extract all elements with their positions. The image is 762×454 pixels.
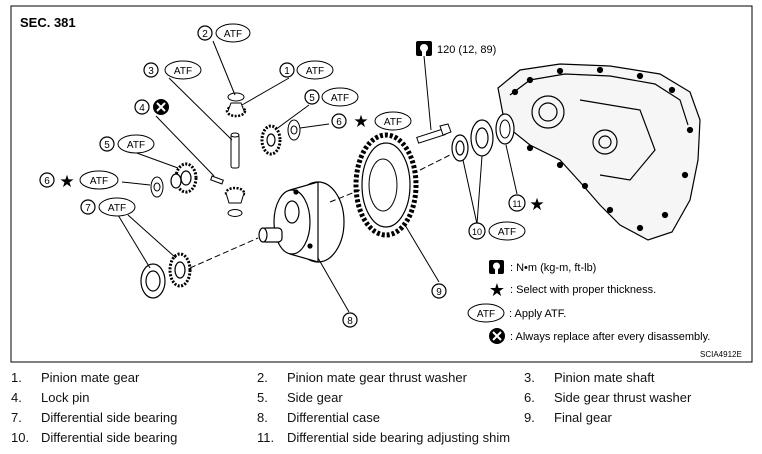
callout-7: 7 ATF (80, 197, 136, 217)
torque-value: 120 (12, 89) (437, 44, 496, 56)
svg-text:ATF: ATF (477, 309, 495, 320)
final-gear (353, 132, 419, 238)
figure-frame (10, 5, 753, 363)
star-icon: ★ (59, 172, 74, 191)
star-icon: ★ (529, 195, 544, 214)
parts-list: 1.Pinion mate gear 2.Pinion mate gear th… (0, 368, 762, 454)
callout-6-lower: 6 ★ ATF (39, 170, 119, 191)
transaxle-case (497, 63, 701, 241)
side-gear-washer-upper (287, 119, 301, 141)
side-bearing-left (140, 252, 192, 299)
figure-code: SCIA4912E (700, 350, 742, 359)
part-item: 11.Differential side bearing adjusting s… (257, 430, 511, 445)
svg-text:4: 4 (139, 103, 145, 114)
svg-text:ATF: ATF (498, 227, 516, 238)
svg-text:8: 8 (347, 316, 353, 327)
side-bearing-right (451, 119, 494, 162)
star-icon: ★ (353, 112, 368, 131)
svg-text:ATF: ATF (224, 29, 242, 40)
part-item: 8.Differential case (257, 410, 380, 425)
lock-pin (210, 175, 224, 185)
callout-6-upper: 6 ★ ATF (331, 111, 412, 131)
pinion-mate-gear-top (225, 92, 247, 118)
part-item: 9.Final gear (524, 410, 612, 425)
leader-lines (117, 40, 518, 313)
side-gear-left (170, 162, 198, 194)
svg-text:3: 3 (148, 66, 154, 77)
callout-5-lower: 5 ATF (99, 134, 155, 154)
svg-text:5: 5 (309, 93, 315, 104)
svg-text:ATF: ATF (384, 117, 402, 128)
svg-text:10: 10 (472, 227, 482, 237)
callout-1: 1 ATF (279, 60, 334, 80)
legend-replace: : Always replace after every disassembly… (510, 331, 710, 343)
callout-10: 10 ATF (468, 221, 526, 241)
svg-text:ATF: ATF (108, 203, 126, 214)
star-icon: ★ (489, 280, 505, 300)
callout-2: 2 ATF (197, 23, 251, 43)
legend-select: : Select with proper thickness. (510, 284, 656, 296)
pinion-mate-gear-bottom (224, 186, 246, 217)
svg-text:ATF: ATF (306, 66, 324, 77)
part-item: 1.Pinion mate gear (11, 370, 140, 385)
svg-text:ATF: ATF (331, 93, 349, 104)
callout-9: 9 (431, 283, 447, 299)
part-item: 10.Differential side bearing (11, 430, 178, 445)
legend: : N•m (kg-m, ft-lb) ★ : Select with prop… (467, 260, 710, 344)
torque-icon (416, 41, 432, 56)
callout-4: 4 (134, 99, 169, 115)
svg-text:11: 11 (512, 199, 521, 209)
svg-text:7: 7 (85, 203, 91, 214)
part-item: 4.Lock pin (11, 390, 90, 405)
svg-text:6: 6 (336, 117, 342, 128)
callout-3: 3 ATF (143, 60, 202, 80)
legend-torque: : N•m (kg-m, ft-lb) (510, 262, 596, 274)
svg-text:ATF: ATF (127, 140, 145, 151)
side-gear-washer-left (150, 176, 164, 198)
part-item: 3.Pinion mate shaft (524, 370, 655, 385)
differential-case (258, 181, 345, 263)
callout-8: 8 (342, 312, 358, 328)
callout-11: 11 ★ (508, 194, 545, 214)
side-gear-upper (260, 124, 282, 156)
section-label: SEC. 381 (20, 15, 76, 30)
svg-text:ATF: ATF (90, 176, 108, 187)
svg-text:1: 1 (284, 66, 290, 77)
legend-apply-atf: : Apply ATF. (509, 308, 566, 320)
svg-text:6: 6 (44, 176, 50, 187)
part-item: 5.Side gear (257, 390, 343, 405)
svg-text:5: 5 (104, 140, 110, 151)
svg-text:ATF: ATF (174, 66, 192, 77)
svg-text:9: 9 (436, 287, 442, 298)
part-item: 6.Side gear thrust washer (524, 390, 692, 405)
svg-text:2: 2 (202, 29, 208, 40)
bolt (416, 123, 452, 144)
part-item: 7.Differential side bearing (11, 410, 178, 425)
pinion-mate-shaft (230, 132, 240, 169)
part-item: 2.Pinion mate gear thrust washer (257, 370, 467, 385)
torque-icon (489, 260, 504, 274)
callout-5-upper: 5 ATF (304, 87, 359, 107)
